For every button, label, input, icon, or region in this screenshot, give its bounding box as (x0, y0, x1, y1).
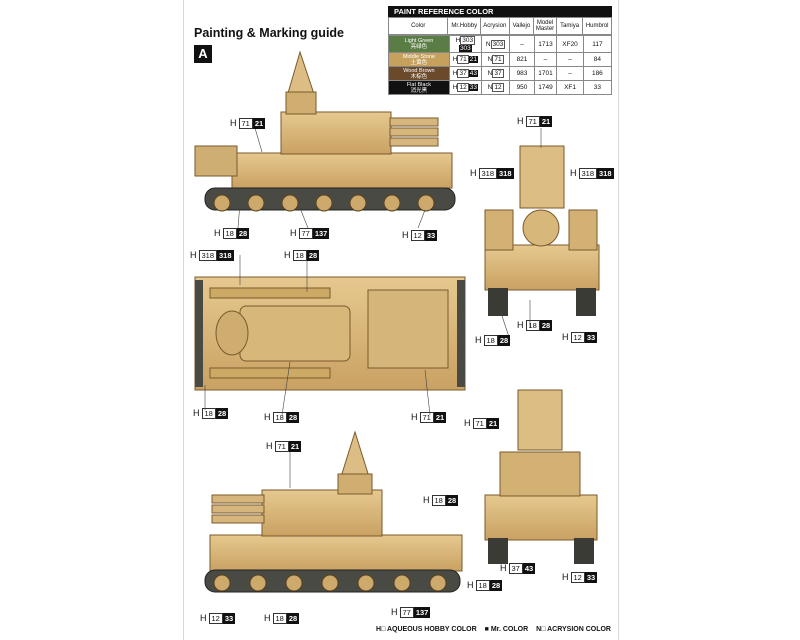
col-color: Color (387, 17, 449, 35)
tamiya-cell: XF20 (556, 35, 584, 53)
leader-lines (204, 127, 542, 488)
paint-table-heading: PAINT REFERENCE COLOR (388, 6, 612, 17)
top-view (194, 276, 466, 391)
col-mr-hobby: Mr.Hobby (447, 17, 481, 35)
humbrol-cell: 33 (582, 80, 613, 95)
front-view-bottom (484, 389, 598, 564)
page-title: Painting & Marking guide (194, 26, 345, 40)
col-humbrol: Humbrol (582, 17, 612, 35)
color-legend: H□ AQUEOUS HOBBY COLOR ■ Mr. COLOR N□ AC… (376, 626, 617, 633)
paint-reference-table: PAINT REFERENCE COLOR Color Mr.Hobby Acr… (387, 6, 613, 95)
table-header-row: Color Mr.Hobby Acrysion Vallejo Model Ma… (387, 17, 612, 35)
tamiya-cell: XF1 (556, 80, 584, 95)
humbrol-cell: 84 (582, 52, 613, 67)
legend-mr-color: ■ Mr. COLOR (484, 626, 529, 633)
model-master-cell: 1749 (533, 80, 558, 95)
col-vallejo: Vallejo (508, 17, 535, 35)
legend-aqueous: H□ AQUEOUS HOBBY COLOR (376, 626, 477, 633)
side-view-top (194, 50, 456, 212)
vallejo-cell: 950 (509, 80, 535, 95)
side-view-bottom (204, 430, 463, 593)
col-tamiya: Tamiya (555, 17, 584, 35)
legend-acrysion: N□ ACRYSION COLOR (536, 626, 611, 633)
front-view-top (484, 145, 600, 316)
scheme-badge: A (194, 45, 212, 63)
col-acrysion: Acrysion (480, 17, 510, 35)
